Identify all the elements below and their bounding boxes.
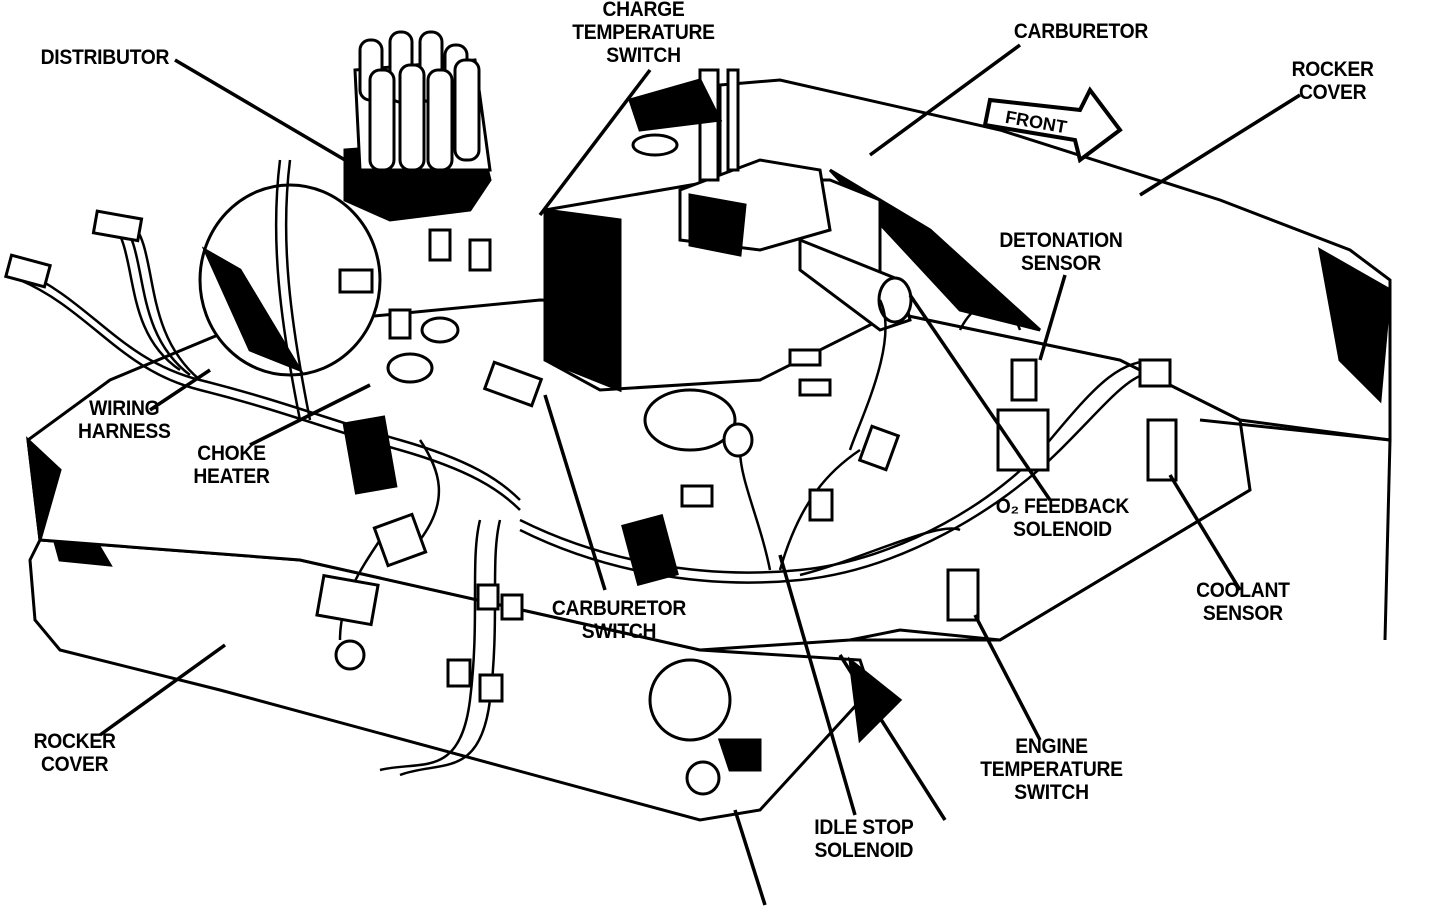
label-rocker-cover-left: ROCKER COVER	[34, 730, 116, 776]
label-distributor: DISTRIBUTOR	[41, 46, 170, 69]
distributor-shape	[343, 30, 492, 222]
pulley-shape	[198, 183, 382, 377]
label-distributor-line-1: DISTRIBUTOR	[40, 46, 170, 69]
label-choke-heater-line-1: CHOKE	[197, 442, 266, 465]
label-engine-temperature-switch-line-2: TEMPERATURE	[980, 758, 1123, 781]
label-rocker-cover-right: ROCKER COVER	[1292, 58, 1374, 104]
label-wiring-harness: WIRING HARNESS	[78, 397, 171, 443]
label-charge-temperature-switch-line-3: SWITCH	[606, 44, 681, 67]
label-wiring-harness-line-1: WIRING	[89, 397, 160, 420]
label-carburetor-line-1: CARBURETOR	[1013, 20, 1149, 43]
leader-lines	[98, 43, 1301, 906]
label-charge-temperature-switch-line-2: TEMPERATURE	[572, 21, 715, 44]
label-carburetor-switch: CARBURETOR SWITCH	[551, 597, 687, 643]
label-detonation-sensor: DETONATION SENSOR	[999, 229, 1122, 275]
label-idle-stop-solenoid-line-2: SOLENOID	[814, 839, 914, 862]
label-idle-stop-solenoid-line-1: IDLE STOP	[814, 816, 914, 839]
label-rocker-cover-right-line-2: COVER	[1298, 81, 1367, 104]
label-o2-feedback-solenoid-line-2: SOLENOID	[1013, 518, 1112, 541]
label-coolant-sensor: COOLANT SENSOR	[1196, 579, 1290, 625]
carburetor-shape	[543, 68, 913, 393]
label-coolant-sensor-line-1: COOLANT	[1196, 579, 1290, 602]
label-choke-heater: CHOKE HEATER	[193, 442, 270, 488]
label-carburetor-switch-line-1: CARBURETOR	[551, 597, 687, 620]
label-choke-heater-line-2: HEATER	[193, 465, 270, 488]
label-detonation-sensor-line-1: DETONATION	[999, 229, 1123, 252]
label-engine-temperature-switch-line-3: SWITCH	[1014, 781, 1089, 804]
label-charge-temperature-switch-line-1: CHARGE	[602, 0, 685, 21]
label-engine-temperature-switch-line-1: ENGINE	[1015, 735, 1088, 758]
label-o2-feedback-solenoid-line-1: O₂ FEEDBACK	[995, 495, 1130, 518]
label-o2-feedback-solenoid: O₂ FEEDBACK SOLENOID	[995, 495, 1130, 541]
connectors	[3, 209, 1178, 796]
label-charge-temperature-switch: CHARGE TEMPERATURE SWITCH	[572, 0, 715, 67]
label-idle-stop-solenoid: IDLE STOP SOLENOID	[814, 816, 913, 862]
label-rocker-cover-left-line-1: ROCKER	[33, 730, 116, 753]
label-rocker-cover-right-line-1: ROCKER	[1291, 58, 1374, 81]
label-carburetor-switch-line-2: SWITCH	[581, 620, 657, 643]
label-detonation-sensor-line-2: SENSOR	[1020, 252, 1101, 275]
label-carburetor: CARBURETOR	[1013, 20, 1149, 43]
label-engine-temperature-switch: ENGINE TEMPERATURE SWITCH	[980, 735, 1123, 804]
label-wiring-harness-line-2: HARNESS	[78, 420, 171, 443]
label-rocker-cover-left-line-2: COVER	[40, 753, 109, 776]
label-coolant-sensor-line-2: SENSOR	[1202, 602, 1283, 625]
